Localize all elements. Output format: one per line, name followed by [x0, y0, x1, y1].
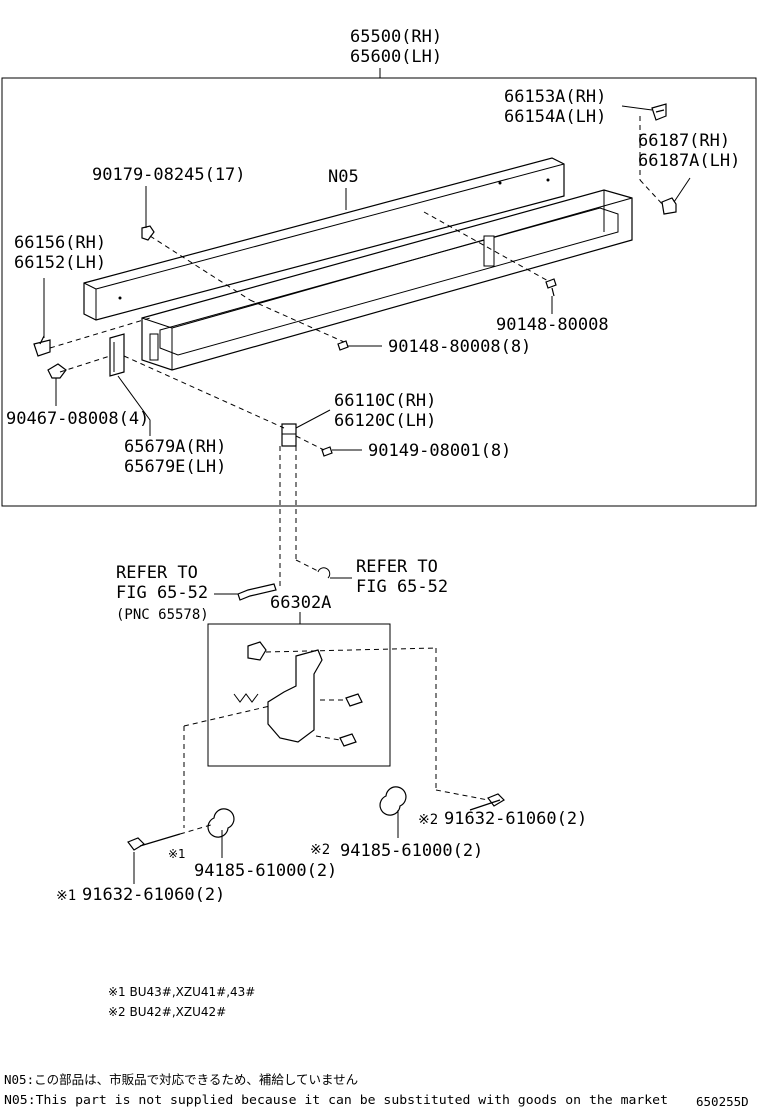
bolt-91632-right: [469, 793, 505, 811]
label-bolt-2: 91632-61060(2): [444, 809, 587, 829]
label-refer-left-1: REFER TO: [116, 563, 198, 583]
frame-rib: [483, 235, 495, 267]
mark-1-bolt: ※1: [56, 888, 76, 904]
leader: [117, 375, 151, 436]
label-screw-right: 90148-80008: [496, 315, 609, 335]
lock-spring: [233, 693, 259, 703]
label-assy-lh: 65600(LH): [350, 47, 442, 67]
bolt-91632-left: [127, 833, 181, 851]
label-washer-1: 94185-61000(2): [194, 861, 337, 881]
footer-en: N05:This part is not supplied because it…: [4, 1092, 668, 1107]
footer-code: 650255D: [696, 1094, 749, 1109]
label-assy-rh: 65500(RH): [350, 27, 442, 47]
label-lock: 66302A: [270, 593, 331, 613]
frame-end: [149, 333, 159, 361]
dash-line: [435, 789, 489, 801]
leader: [673, 177, 691, 203]
plate-hole: [118, 296, 122, 300]
screw-90148-8: [337, 340, 349, 351]
label-washer-2: 94185-61000(2): [340, 841, 483, 861]
label-cover-rh: 65679A(RH): [124, 437, 226, 457]
dash-line: [249, 299, 345, 343]
label-clip-lh: 66154A(LH): [504, 107, 606, 127]
label-hinge-rh: 66110C(RH): [334, 391, 436, 411]
lock-screw: [345, 693, 363, 707]
dash-line: [639, 179, 665, 207]
dash-line: [315, 735, 341, 741]
bracket-66187: [661, 197, 677, 215]
label-refer-right-2: FIG 65-52: [356, 577, 448, 597]
note-1: ※1 BU43#,XZU41#,43#: [108, 985, 255, 999]
n05-plate: [83, 157, 565, 321]
label-bracket-lh: 66187A(LH): [638, 151, 740, 171]
nut-90179: [141, 225, 155, 241]
plate-hole: [498, 181, 502, 185]
label-nut: 90179-08245(17): [92, 165, 246, 185]
lock-cylinder: [247, 641, 267, 661]
label-hinge-lh: 66120C(LH): [334, 411, 436, 431]
lock-box: [207, 623, 391, 767]
frame-edge-2: [171, 197, 633, 329]
dash-line: [59, 355, 111, 373]
footer-jp: N05:この部品は、市販品で対応できるため、補給していません: [4, 1072, 358, 1087]
note-2: ※2 BU42#,XZU42#: [108, 1005, 226, 1019]
mark-2-bolt: ※2: [418, 812, 438, 828]
dash-line: [149, 235, 251, 301]
leader: [621, 105, 653, 111]
dash-line: [49, 317, 151, 349]
plate-edge: [83, 282, 97, 290]
assembly-frame: [1, 77, 757, 507]
screw-90149: [321, 446, 333, 457]
plate-edge-2: [95, 163, 565, 290]
label-hook-lh: 66152(LH): [14, 253, 106, 273]
label-cover-lh: 65679E(LH): [124, 457, 226, 477]
label-clip-rh: 66153A(RH): [504, 87, 606, 107]
clip-66153a: [651, 103, 667, 121]
plate-hole: [546, 178, 550, 182]
label-n05: N05: [328, 167, 359, 187]
lock-66302a: [267, 649, 323, 743]
hook-66156: [33, 335, 51, 357]
mark-2-washer: ※2: [310, 842, 330, 858]
dash-line: [183, 705, 271, 727]
label-bracket-rh: 66187(RH): [638, 131, 730, 151]
label-refer-left-2: FIG 65-52: [116, 583, 208, 603]
screw-90148-right: [545, 278, 557, 297]
guard-frame-inner: [159, 207, 619, 356]
dash-line: [123, 355, 285, 429]
dash-line: [295, 559, 321, 573]
washer-94185-right: [379, 786, 407, 816]
refer-clip-right: [317, 567, 331, 579]
label-screw-90149: 90149-08001(8): [368, 441, 511, 461]
mark-1-washer: ※1: [168, 847, 186, 861]
dash-line: [179, 823, 215, 835]
label-hook-rh: 66156(RH): [14, 233, 106, 253]
leader: [295, 409, 331, 429]
clip-90467: [47, 363, 67, 379]
washer-94185-left: [207, 808, 235, 838]
dash-line: [265, 647, 437, 653]
hinge-66110c: [281, 423, 297, 447]
label-screw-8: 90148-80008(8): [388, 337, 531, 357]
dash-line: [295, 435, 325, 451]
frame-edge: [141, 317, 173, 329]
lock-screw-2: [339, 733, 357, 747]
refer-bolt-left: [237, 583, 277, 601]
dash-line: [423, 211, 551, 283]
label-refer-left-3: (PNC 65578): [116, 607, 209, 623]
label-bolt-1: 91632-61060(2): [82, 885, 225, 905]
cover-65679: [109, 333, 125, 377]
label-clip-4: 90467-08008(4): [6, 409, 149, 429]
label-refer-right-1: REFER TO: [356, 557, 438, 577]
